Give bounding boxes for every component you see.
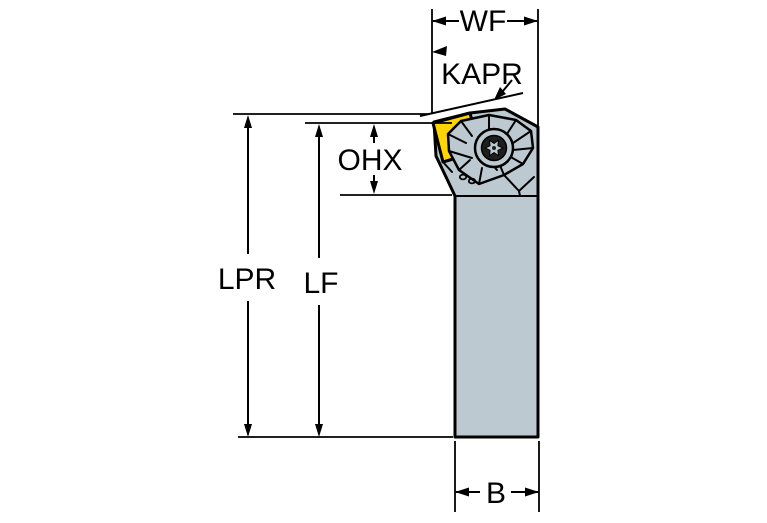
lpr-label: LPR [218,263,276,296]
dimension-lpr: LPR [218,115,276,437]
wf-label: WF [460,5,507,38]
tool-holder [431,107,540,439]
dimension-b: B [454,441,540,512]
dimension-wf: WF [431,5,539,126]
dimension-kapr: KAPR [419,46,524,117]
cutting-edge-line [419,92,524,117]
torx-screw-icon [473,127,515,169]
lf-arrow-up [315,124,323,137]
b-label: B [486,477,506,510]
kapr-arrow-edge [494,87,506,100]
dimension-ohx: OHX [233,113,452,196]
lpr-arrow-down [244,424,252,437]
kapr-arrow-vertical [432,46,447,56]
wf-arrow-left [432,16,446,26]
lpr-arrow-up [244,115,252,128]
b-arrow-right [525,487,539,497]
lf-label: LF [303,267,338,300]
ohx-label: OHX [337,144,402,177]
kapr-label: KAPR [441,58,523,91]
ohx-arrow-up [370,124,378,137]
holder-body [432,107,540,439]
lf-arrow-down [315,424,323,437]
ohx-arrow-down [370,181,378,194]
wf-arrow-right [524,16,538,26]
b-arrow-left [455,487,469,497]
dimension-lf: LF [303,124,339,437]
